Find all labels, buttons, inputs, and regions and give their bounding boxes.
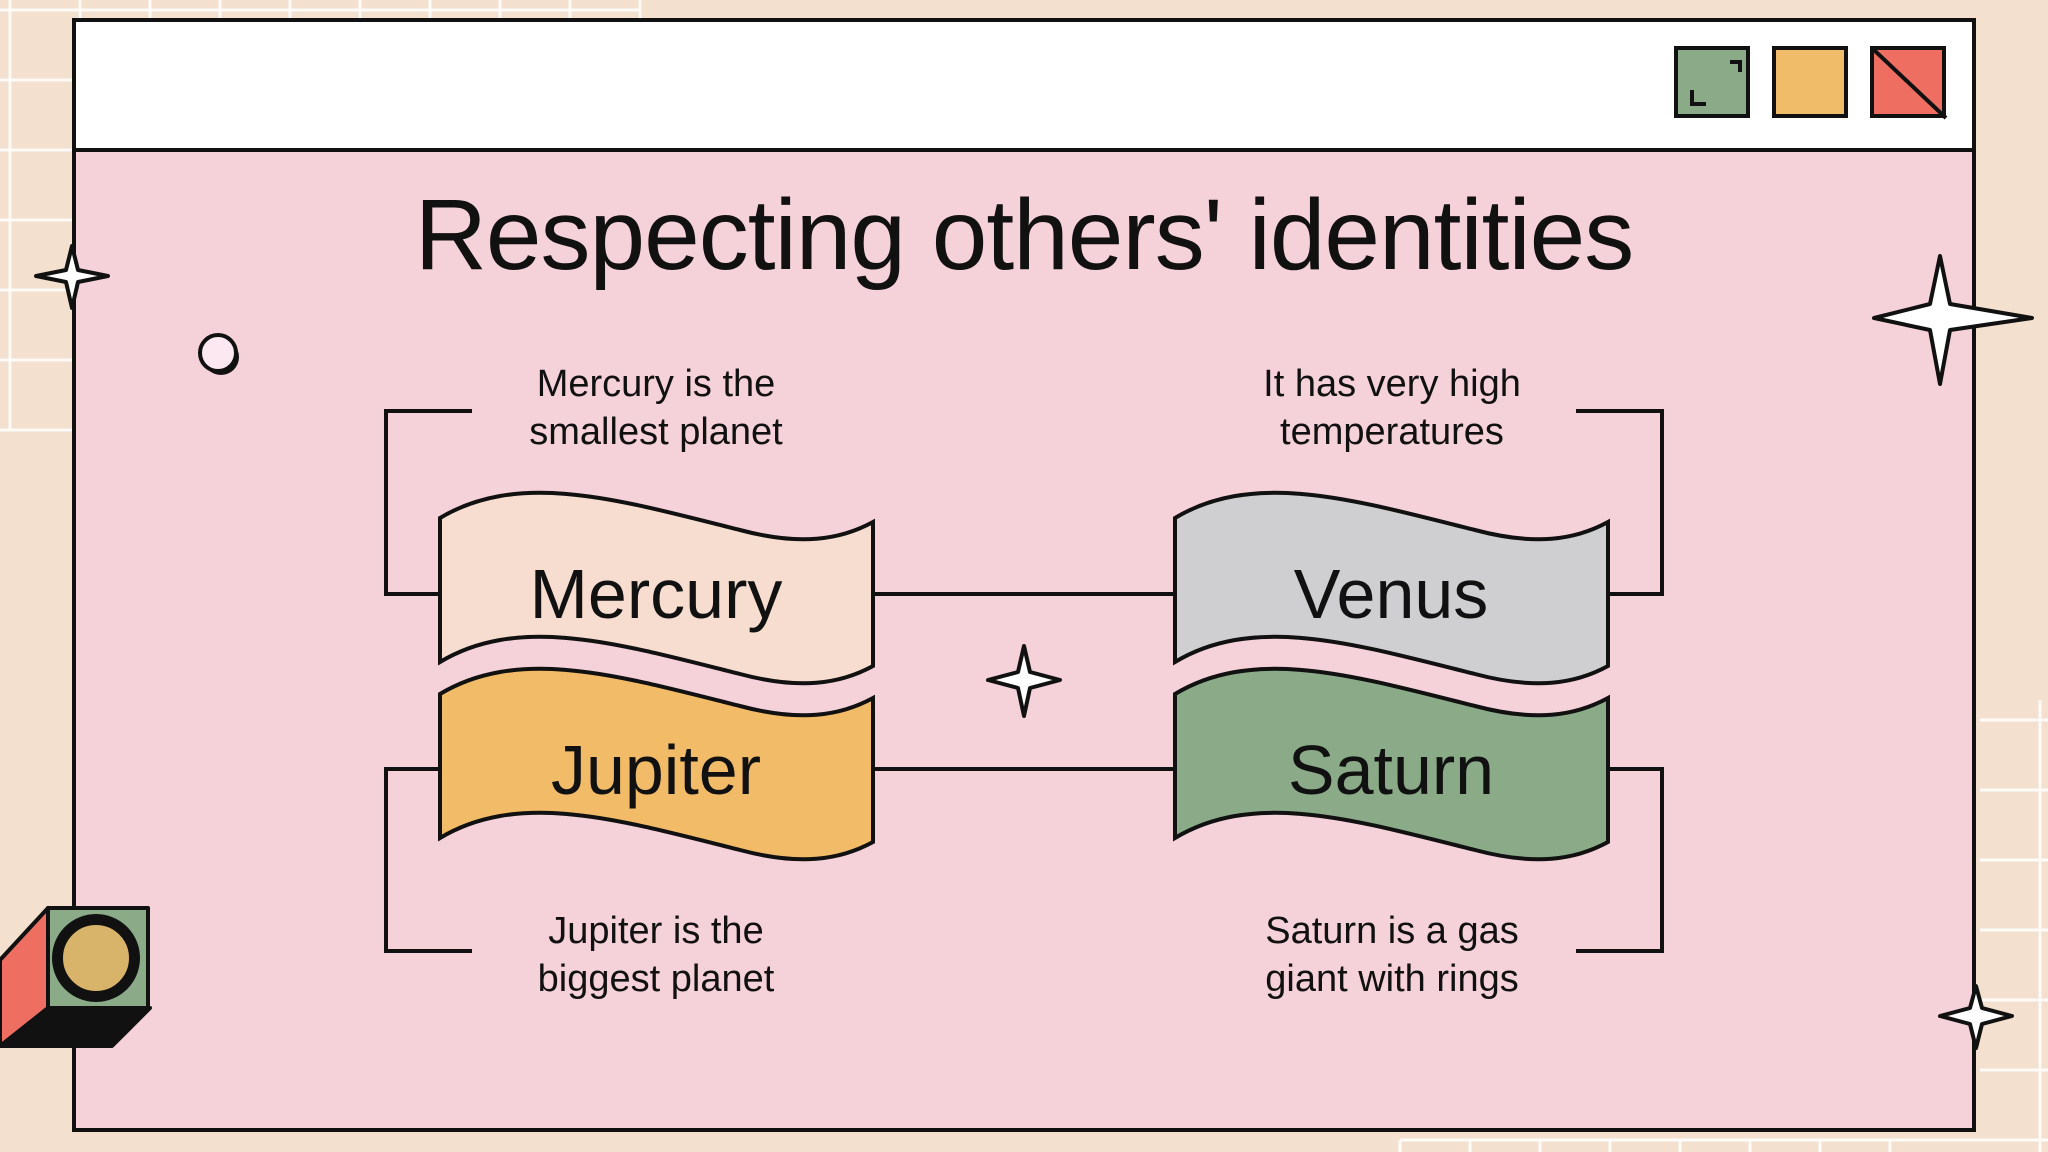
planet-label-jupiter: Jupiter	[550, 731, 762, 809]
description-line: Jupiter is the	[548, 910, 764, 952]
description-jupiter: Jupiter is the biggest planet	[446, 907, 866, 1003]
description-line: smallest planet	[529, 411, 783, 453]
fullscreen-icon	[1690, 60, 1742, 106]
fullscreen-button[interactable]	[1674, 46, 1750, 118]
banner-saturn	[1173, 666, 1610, 862]
description-line: temperatures	[1280, 411, 1504, 453]
banner-jupiter	[438, 666, 875, 862]
slide-title: Respecting others' identities	[414, 179, 1635, 291]
minimize-button[interactable]	[1772, 46, 1848, 118]
description-line: Saturn is a gas	[1265, 910, 1519, 952]
planet-label-mercury: Mercury	[529, 555, 783, 633]
description-mercury: Mercury is the smallest planet	[446, 360, 866, 456]
bracket-saturn	[1576, 767, 1664, 953]
description-line: Mercury is the	[536, 363, 776, 405]
description-line: giant with rings	[1265, 958, 1519, 1000]
window-titlebar	[76, 22, 1972, 152]
bracket-mercury	[384, 409, 472, 596]
description-line: It has very high	[1263, 363, 1521, 405]
description-saturn: Saturn is a gas giant with rings	[1182, 907, 1602, 1003]
description-venus: It has very high temperatures	[1182, 360, 1602, 456]
planet-label-saturn: Saturn	[1287, 731, 1495, 809]
close-icon	[1874, 50, 1948, 120]
slide-window	[72, 18, 1976, 1132]
banner-mercury	[438, 490, 875, 686]
bracket-venus	[1576, 409, 1664, 596]
bracket-jupiter	[384, 767, 472, 953]
description-line: biggest planet	[537, 958, 775, 1000]
planet-label-venus: Venus	[1293, 555, 1489, 633]
close-button[interactable]	[1870, 46, 1948, 120]
banner-venus	[1173, 490, 1610, 686]
